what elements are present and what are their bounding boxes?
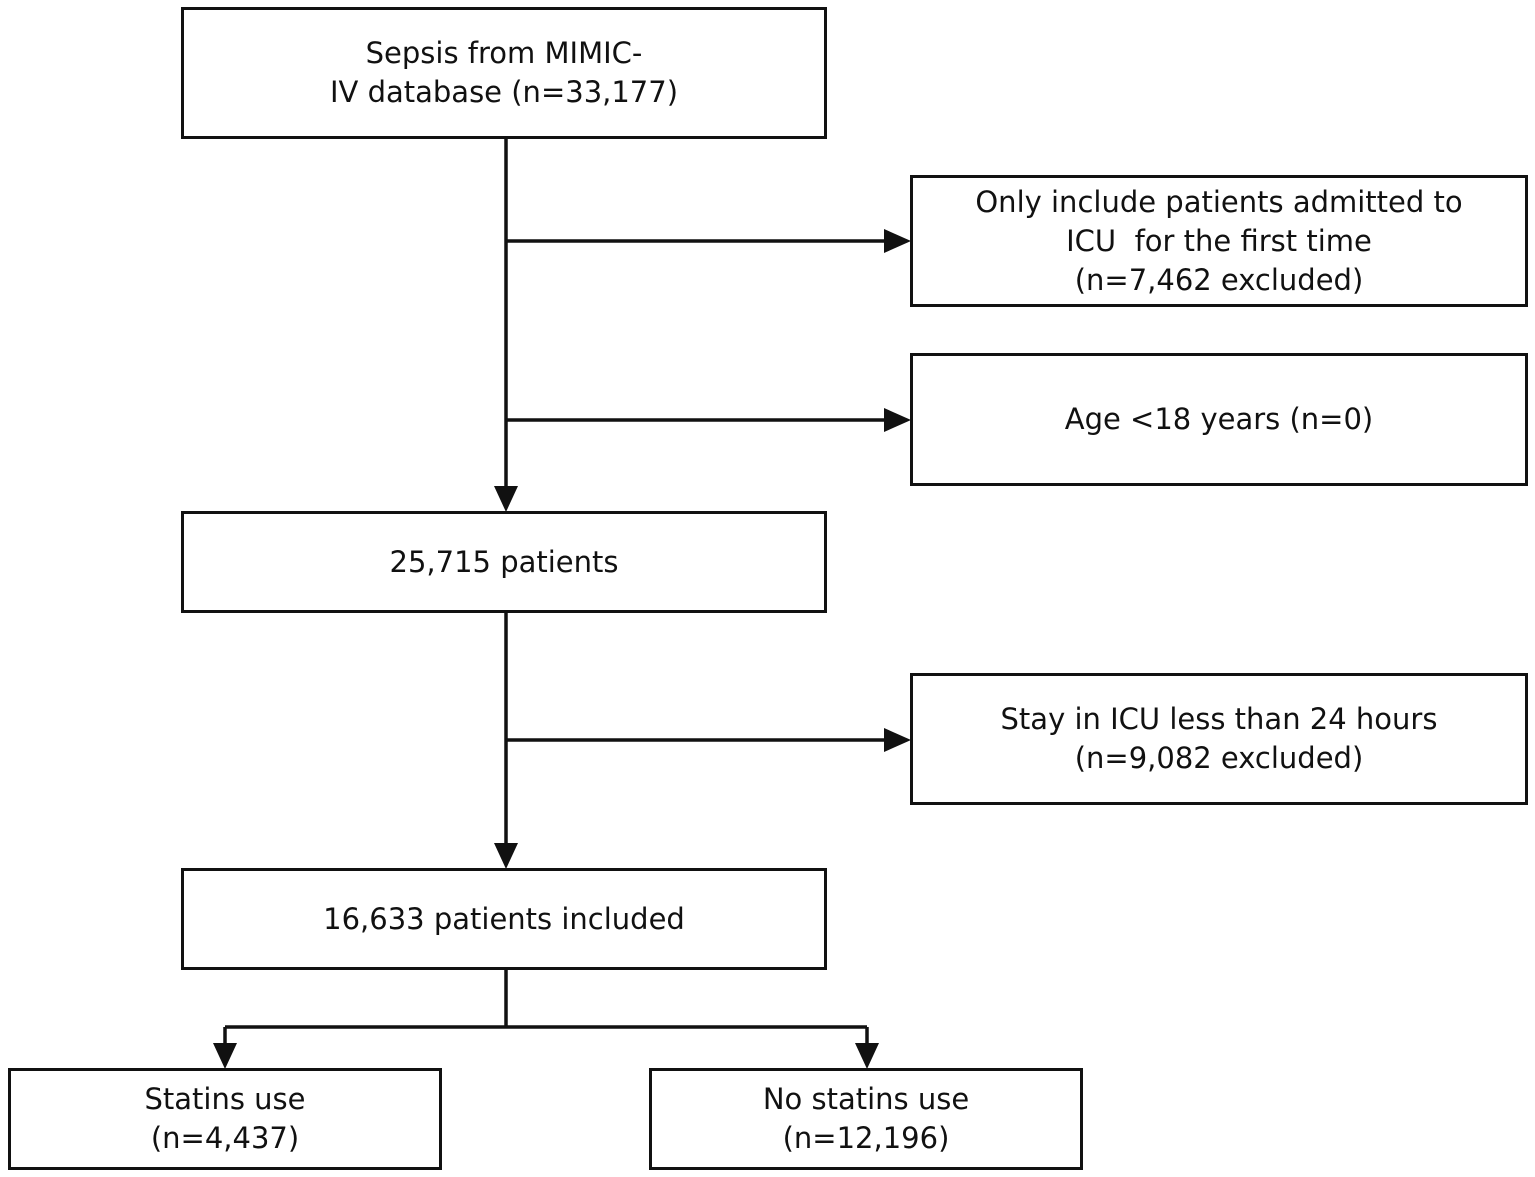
exclusion-first-icu-line-3: (n=7,462 excluded)	[1074, 262, 1364, 297]
after-exclusion-line-1: 25,715 patients	[389, 544, 619, 579]
included-patients-box: 16,633 patients included	[181, 868, 827, 970]
exclusion-icu-stay-box: Stay in ICU less than 24 hours (n=9,082 …	[910, 673, 1528, 805]
statins-use-line-2: (n=4,437)	[150, 1121, 300, 1155]
statins-use-line-1: Statins use	[144, 1082, 306, 1116]
exclusion-first-icu-box: Only include patients admitted to ICU fo…	[910, 175, 1528, 307]
arrow-right-icon	[884, 408, 911, 432]
statins-use-box: Statins use (n=4,437)	[8, 1068, 442, 1170]
no-statins-use-line-1: No statins use	[762, 1082, 970, 1116]
arrow-right-icon	[884, 229, 911, 253]
exclusion-age-line-1: Age <18 years (n=0)	[1064, 402, 1374, 436]
exclusion-icu-stay-line-2: (n=9,082 excluded)	[1074, 741, 1364, 775]
source-population-line-1: Sepsis from MIMIC-	[365, 36, 643, 70]
after-exclusion-box: 25,715 patients	[181, 511, 827, 613]
exclusion-age-box: Age <18 years (n=0)	[910, 353, 1528, 486]
exclusion-first-icu-line-2: ICU for the first time	[1066, 223, 1372, 258]
included-patients-line-1: 16,633 patients included	[323, 901, 685, 936]
arrow-down-icon	[494, 486, 518, 512]
arrow-down-icon	[494, 843, 518, 869]
arrow-right-icon	[884, 728, 911, 752]
exclusion-icu-stay-line-1: Stay in ICU less than 24 hours	[1000, 702, 1438, 736]
no-statins-use-box: No statins use (n=12,196)	[649, 1068, 1083, 1170]
arrow-down-icon	[855, 1043, 879, 1069]
no-statins-use-line-2: (n=12,196)	[782, 1121, 950, 1155]
source-population-box: Sepsis from MIMIC- IV database (n=33,177…	[181, 7, 827, 139]
exclusion-first-icu-line-1: Only include patients admitted to	[975, 184, 1463, 219]
arrow-down-icon	[213, 1043, 237, 1069]
source-population-line-2: IV database (n=33,177)	[329, 75, 679, 109]
